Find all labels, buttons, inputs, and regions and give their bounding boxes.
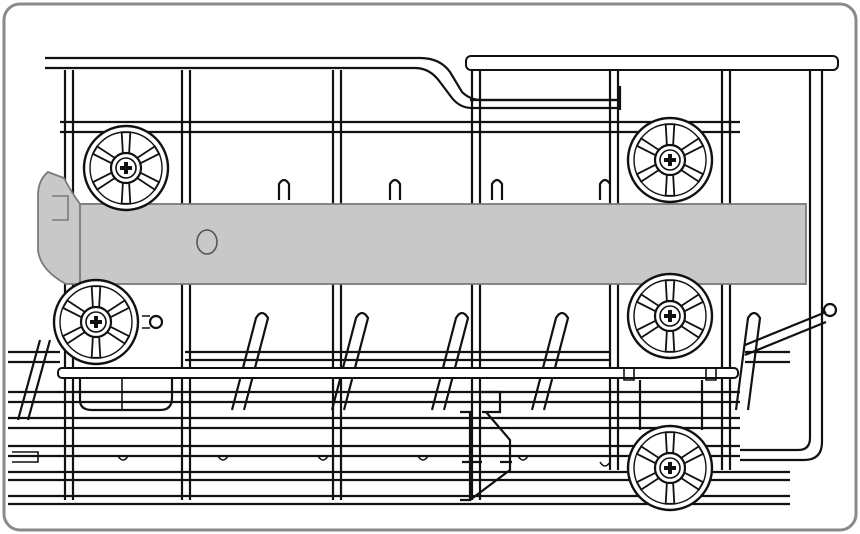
rail-bumps bbox=[12, 451, 611, 467]
upper-tines bbox=[277, 178, 611, 200]
rack-wheel-2 bbox=[52, 278, 140, 366]
rack-basket bbox=[8, 55, 839, 512]
center-clip bbox=[460, 390, 512, 502]
rail-strip bbox=[79, 203, 807, 285]
rack-wheel-1 bbox=[82, 124, 170, 212]
rack-wheel-5 bbox=[626, 424, 714, 512]
rail-strip-hole bbox=[196, 229, 218, 255]
right-wheel-carrier bbox=[623, 368, 717, 430]
wheels bbox=[52, 116, 714, 512]
lower-tines bbox=[16, 311, 762, 421]
right-side-frame bbox=[740, 70, 838, 462]
top-handle bbox=[45, 55, 839, 110]
left-bottom-latch bbox=[78, 314, 174, 412]
rack-wheel-3 bbox=[626, 116, 714, 204]
rack-wheel-4 bbox=[626, 272, 714, 360]
